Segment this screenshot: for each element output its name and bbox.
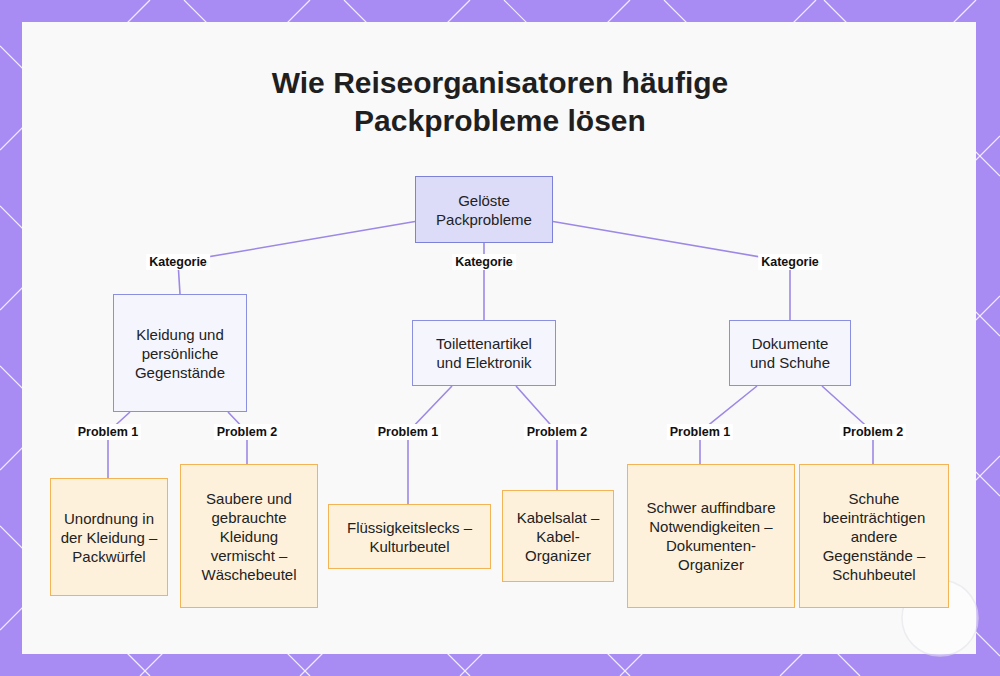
node-text: Unordnung in der Kleidung – Packwürfel [60,509,158,566]
connector-line [408,386,452,504]
diagram-title: Wie Reiseorganisatoren häufige Packprobl… [240,64,760,140]
root-box: Gelöste Packprobleme [415,176,553,243]
node-text: Kleidung und persönliche Gegenstände [123,325,237,382]
connector-line [108,412,130,478]
category-box: Dokumente und Schuhe [729,320,851,386]
node-text: Schuhe beeinträchtigen andere Gegenständ… [809,489,939,584]
node-text: Dokumente und Schuhe [739,334,841,372]
connector-line [553,222,790,320]
node-text: Schwer auffindbare Notwendigkeiten – Dok… [637,498,785,574]
edge-label: Problem 2 [840,424,906,440]
edge-label: Problem 2 [214,424,280,440]
solution-box: Schwer auffindbare Notwendigkeiten – Dok… [627,464,795,608]
node-text: Kabelsalat – Kabel-Organizer [512,508,604,565]
edge-label: Problem 1 [667,424,733,440]
edge-label: Problem 1 [375,424,441,440]
solution-box: Unordnung in der Kleidung – Packwürfel [50,478,168,596]
category-box: Toilettenartikel und Elektronik [412,320,556,386]
solution-box: Kabelsalat – Kabel-Organizer [502,490,614,582]
node-text: Flüssigkeitslecks – Kulturbeutel [338,518,481,556]
category-box: Kleidung und persönliche Gegenstände [113,294,247,412]
node-text: Saubere und gebrauchte Kleidung vermisch… [190,489,308,584]
solution-box: Saubere und gebrauchte Kleidung vermisch… [180,464,318,608]
edge-label: Kategorie [452,254,516,270]
edge-label: Kategorie [758,254,822,270]
node-text: Gelöste Packprobleme [425,191,543,229]
node-text: Toilettenartikel und Elektronik [422,334,546,372]
solution-box: Flüssigkeitslecks – Kulturbeutel [328,504,491,569]
edge-label: Problem 1 [75,424,141,440]
connector-line [178,222,415,294]
solution-box: Schuhe beeinträchtigen andere Gegenständ… [799,464,949,608]
edge-label: Kategorie [146,254,210,270]
edge-label: Problem 2 [524,424,590,440]
